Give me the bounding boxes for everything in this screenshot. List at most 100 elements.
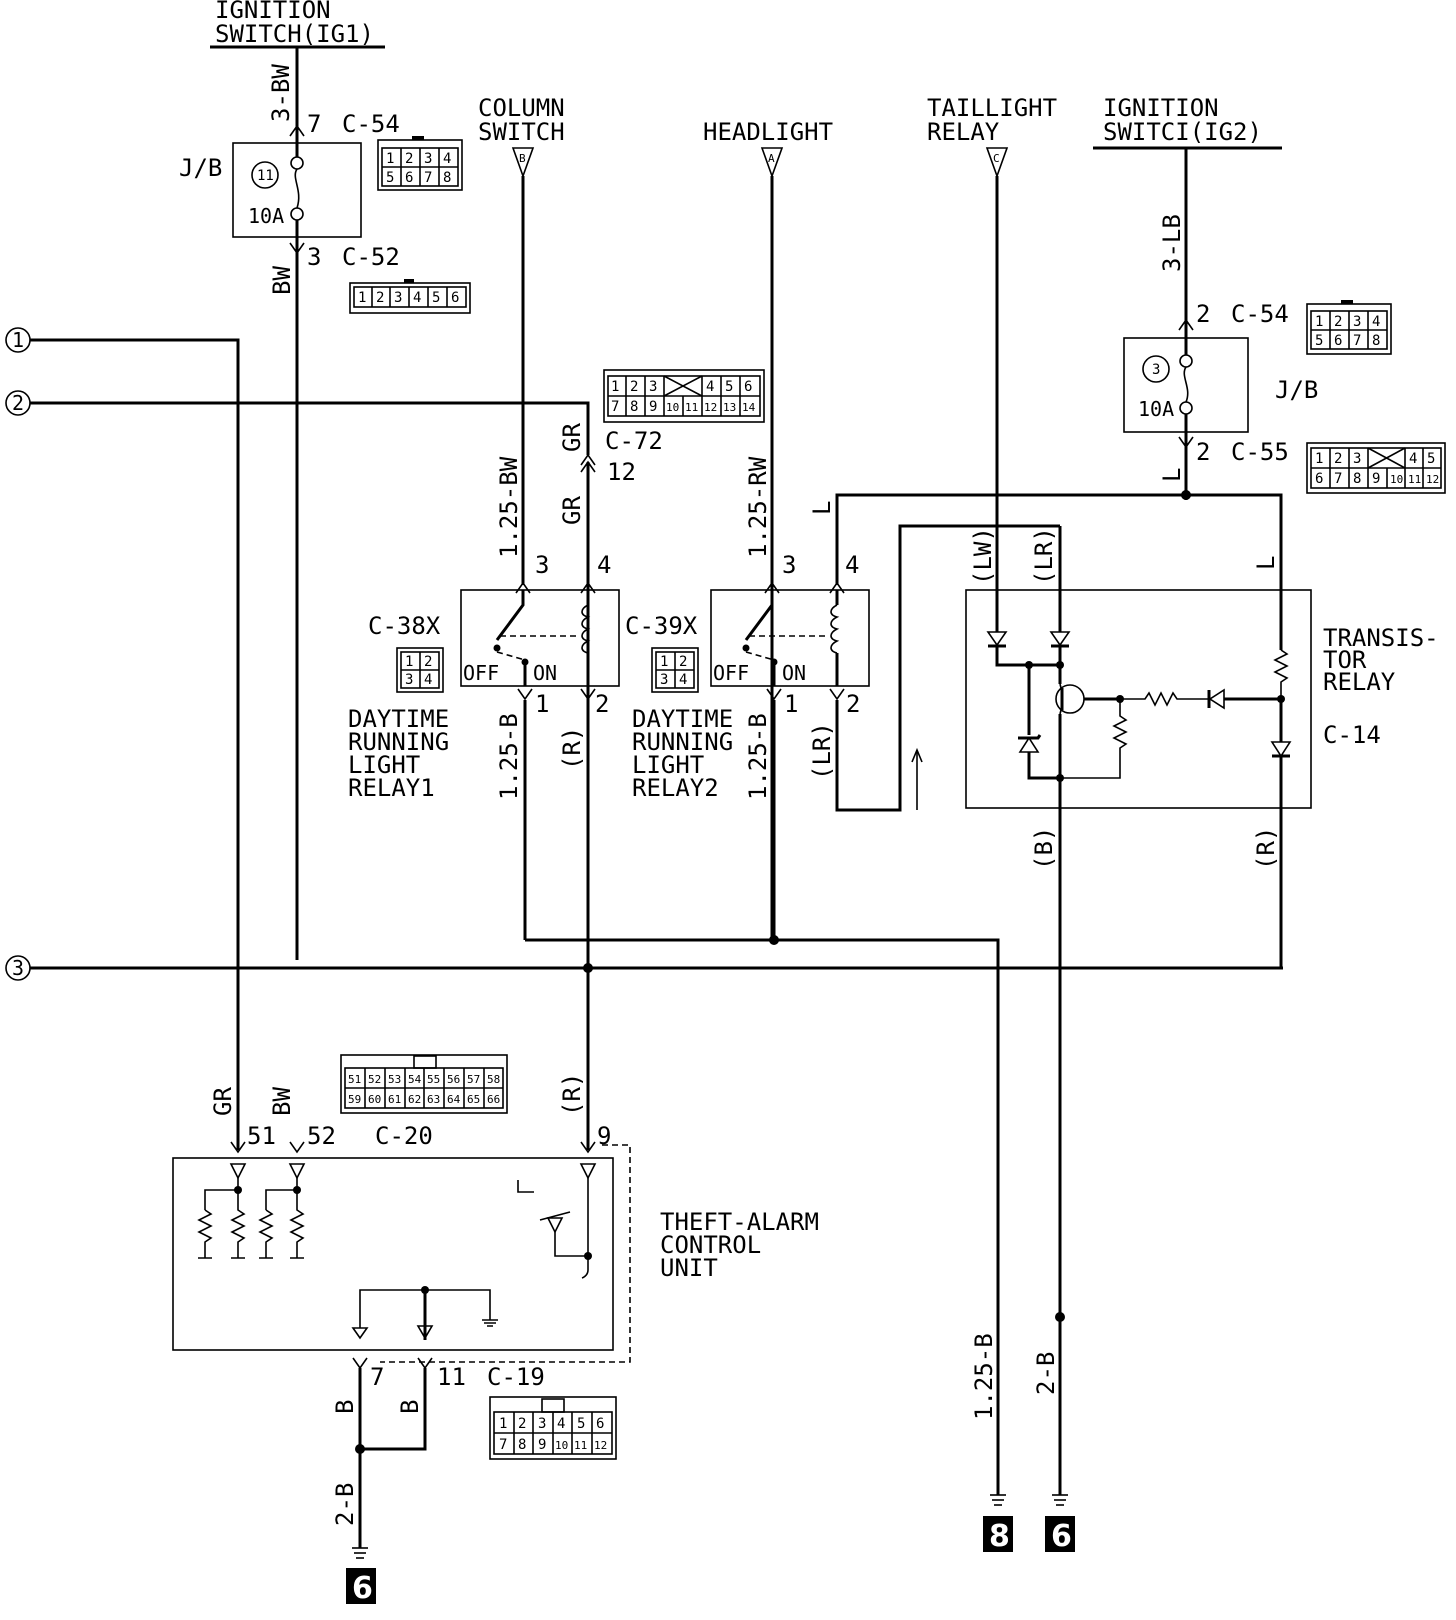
svg-text:1: 1 <box>405 654 413 670</box>
connector-c72-pin: 12 <box>607 458 636 486</box>
wire-label-l-1: L <box>808 501 836 515</box>
relay1-name-2: RUNNING <box>348 728 449 756</box>
svg-text:60: 60 <box>368 1093 381 1106</box>
wire-label-bw: BW <box>268 266 296 295</box>
tau-pin-52: 52 <box>307 1122 336 1150</box>
svg-text:3: 3 <box>538 1416 546 1432</box>
svg-text:10: 10 <box>555 1439 568 1452</box>
svg-text:6: 6 <box>596 1416 604 1432</box>
svg-text:C: C <box>993 152 1000 165</box>
svg-text:10: 10 <box>666 401 679 414</box>
wire-label-l-3: L <box>1252 556 1280 570</box>
svg-text:2: 2 <box>846 690 860 718</box>
connector-face-c38x: 1 2 3 4 <box>396 647 444 693</box>
svg-text:8: 8 <box>1353 471 1361 487</box>
svg-text:62: 62 <box>408 1093 421 1106</box>
svg-text:52: 52 <box>368 1073 381 1086</box>
svg-text:56: 56 <box>447 1073 460 1086</box>
tau-name-2: CONTROL <box>660 1231 761 1259</box>
svg-text:5: 5 <box>577 1416 585 1432</box>
connector-c72-name: C-72 <box>605 427 663 455</box>
relay1-name-3: LIGHT <box>348 751 420 779</box>
svg-text:3: 3 <box>1152 362 1160 378</box>
svg-text:8: 8 <box>518 1437 526 1453</box>
svg-text:64: 64 <box>447 1093 461 1106</box>
connector-face-c72: 1 2 3 4 5 6 7 8 9 10 11 12 13 14 <box>603 369 765 423</box>
relay2-switch-contact <box>744 590 774 641</box>
connector-face-c39x: 1 2 3 4 <box>651 647 699 693</box>
transistor-relay-connector: C-14 <box>1323 721 1381 749</box>
ig2-title-1: IGNITION <box>1103 94 1219 122</box>
connector-face-c20: 51 52 53 54 55 56 57 58 59 60 61 62 63 6… <box>340 1054 508 1114</box>
wire-bus-ground8 <box>525 938 1000 1495</box>
tau-pin-7: 7 <box>370 1363 384 1391</box>
flow-arrow-icon <box>911 747 923 810</box>
taillight-title-2: RELAY <box>927 118 1000 146</box>
svg-text:9: 9 <box>538 1437 546 1453</box>
svg-text:1: 1 <box>499 1416 507 1432</box>
svg-text:10: 10 <box>1390 473 1403 486</box>
svg-text:1: 1 <box>1315 451 1323 467</box>
relay2-name-2: RUNNING <box>632 728 733 756</box>
wire-label-2b-left: 2-B <box>331 1483 359 1526</box>
svg-text:59: 59 <box>348 1093 361 1106</box>
resistor-icon <box>1120 691 1208 707</box>
wire-label-3lb: 3-LB <box>1158 214 1186 272</box>
svg-text:2: 2 <box>630 379 638 395</box>
svg-text:51: 51 <box>348 1073 361 1086</box>
svg-text:4: 4 <box>845 551 859 579</box>
column-switch-connector-icon <box>511 147 535 179</box>
svg-text:1: 1 <box>611 379 619 395</box>
transistor-relay <box>965 589 1312 1495</box>
svg-text:1: 1 <box>535 690 549 718</box>
svg-text:6: 6 <box>352 1571 373 1606</box>
ig1-title-2: SWITCH(IG1) <box>215 20 374 48</box>
fuse-number-circle <box>251 161 279 189</box>
svg-text:58: 58 <box>487 1073 500 1086</box>
diode-icon <box>1049 631 1071 647</box>
ground-symbol-6-right: 6 <box>1045 1494 1075 1554</box>
svg-text:2: 2 <box>405 151 413 167</box>
chassis-ground-icon <box>482 1319 498 1327</box>
svg-text:ON: ON <box>782 661 806 685</box>
jb-right-label: J/B <box>1275 376 1318 404</box>
svg-text:OFF: OFF <box>713 661 749 685</box>
svg-text:12: 12 <box>1426 473 1439 486</box>
svg-text:11: 11 <box>257 168 274 184</box>
wire-label-lr-relay2: (LR) <box>808 722 836 780</box>
wire-label-gr-top: GR <box>558 423 586 452</box>
svg-text:4: 4 <box>679 672 687 688</box>
svg-text:2: 2 <box>1334 451 1342 467</box>
wire-label-bw-tau: BW <box>268 1087 296 1116</box>
jb-left-pin-out: 3 <box>307 243 321 271</box>
transistor-relay-name-1: TRANSIS- <box>1323 624 1439 652</box>
svg-text:2: 2 <box>1334 314 1342 330</box>
resistor-icon <box>1060 699 1128 779</box>
ig2-title-2: SWITCI(IG2) <box>1103 118 1262 146</box>
wire-label-125b-2: 1.25-B <box>744 713 772 800</box>
relay2-coil-icon <box>830 604 840 654</box>
svg-text:2: 2 <box>679 654 687 670</box>
ground-icon <box>416 1325 434 1340</box>
pin-arrow <box>289 124 305 137</box>
ground-symbol-left: 6 <box>346 1547 376 1606</box>
resistor-icon <box>197 1209 213 1259</box>
zener-diode-icon <box>1018 736 1040 753</box>
junction-block-left: J/B 11 10A <box>179 142 362 238</box>
theft-alarm-control-unit <box>172 1144 631 1363</box>
svg-text:7: 7 <box>611 399 619 415</box>
svg-text:3: 3 <box>394 290 402 306</box>
connector-face-c54-left: 1 2 3 4 5 6 7 8 <box>377 136 463 191</box>
svg-text:6: 6 <box>1051 1519 1072 1554</box>
svg-text:5: 5 <box>1427 451 1435 467</box>
tau-pin-11: 11 <box>437 1363 466 1391</box>
svg-text:OFF: OFF <box>463 661 499 685</box>
transistor-relay-name-3: RELAY <box>1323 668 1396 696</box>
wire-relay2-lr <box>835 524 998 812</box>
diode-icon <box>1208 688 1225 710</box>
svg-text:3: 3 <box>660 672 668 688</box>
offpage-connector-2: 2 <box>5 390 590 455</box>
wire-label-2b-right: 2-B <box>1032 1352 1060 1395</box>
wire-label-b-g1: B <box>331 1400 359 1414</box>
wire-label-125b-g8: 1.25-B <box>970 1333 998 1420</box>
